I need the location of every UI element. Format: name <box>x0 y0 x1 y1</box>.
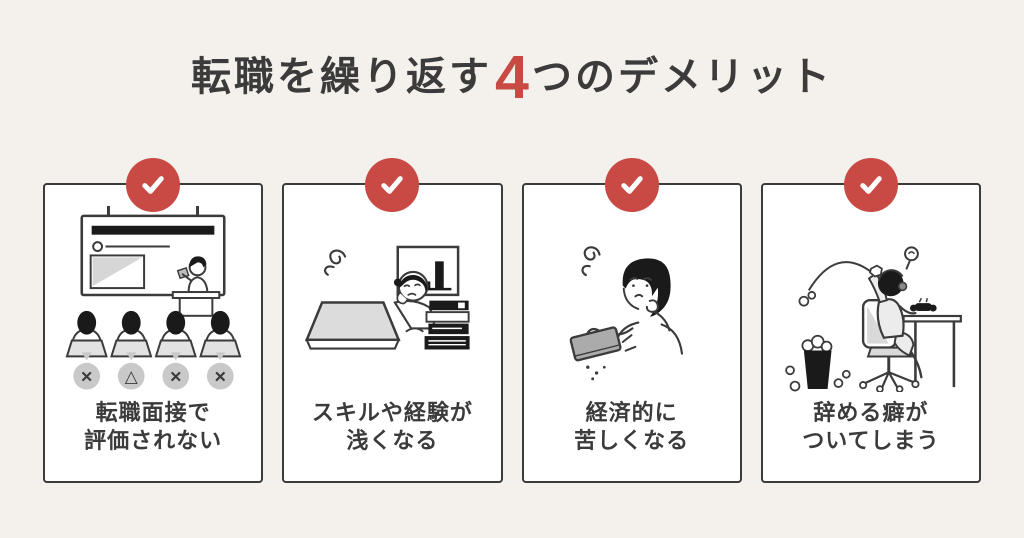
page-title: 転職を繰り返す4つのデメリット <box>0 38 1024 117</box>
card-label: スキルや経験が浅くなる <box>311 399 473 453</box>
trash-bin-icon <box>785 290 851 392</box>
check-icon <box>142 176 164 194</box>
rating-x-icon: × <box>170 366 182 388</box>
check-badge <box>126 158 181 212</box>
title-prefix: 転職を繰り返す <box>191 55 493 99</box>
check-badge <box>843 158 898 212</box>
check-badge <box>604 158 659 212</box>
empty-wallet-illustration <box>524 235 740 381</box>
rating-x-icon: × <box>81 366 93 388</box>
wallet-icon <box>569 326 622 362</box>
check-icon <box>860 176 882 194</box>
shallow-skills-illustration <box>284 243 500 364</box>
check-icon <box>620 176 643 194</box>
check-badge <box>365 158 420 212</box>
card-label: 経済的に苦しくなる <box>574 399 690 453</box>
quitting-habit-illustration <box>763 239 979 392</box>
check-icon <box>381 176 404 194</box>
card-label: 転職面接で評価されない <box>84 399 223 453</box>
title-suffix: つのデメリット <box>531 55 833 99</box>
card-label: 辞める癖がついてしまう <box>802 399 940 453</box>
game-controller-icon <box>909 297 937 312</box>
card-financial-struggle: 経済的に苦しくなる <box>521 158 742 483</box>
book-stack-icon <box>424 300 470 350</box>
rating-x-icon: × <box>215 366 227 388</box>
card-quitting-habit: 辞める癖がついてしまう <box>760 158 981 483</box>
rating-bubbles: × △ × × <box>73 352 234 390</box>
title-number: 4 <box>495 43 529 111</box>
rating-triangle-icon: △ <box>125 367 138 386</box>
card-interview-not-evaluated: × △ × × 転職面接で評価されない <box>43 158 264 483</box>
card-shallow-skills: スキルや経験が浅くなる <box>282 158 503 483</box>
demerit-cards-row: × △ × × 転職面接で評価されない <box>43 158 981 483</box>
interview-presentation-illustration: × △ × × <box>45 201 261 393</box>
